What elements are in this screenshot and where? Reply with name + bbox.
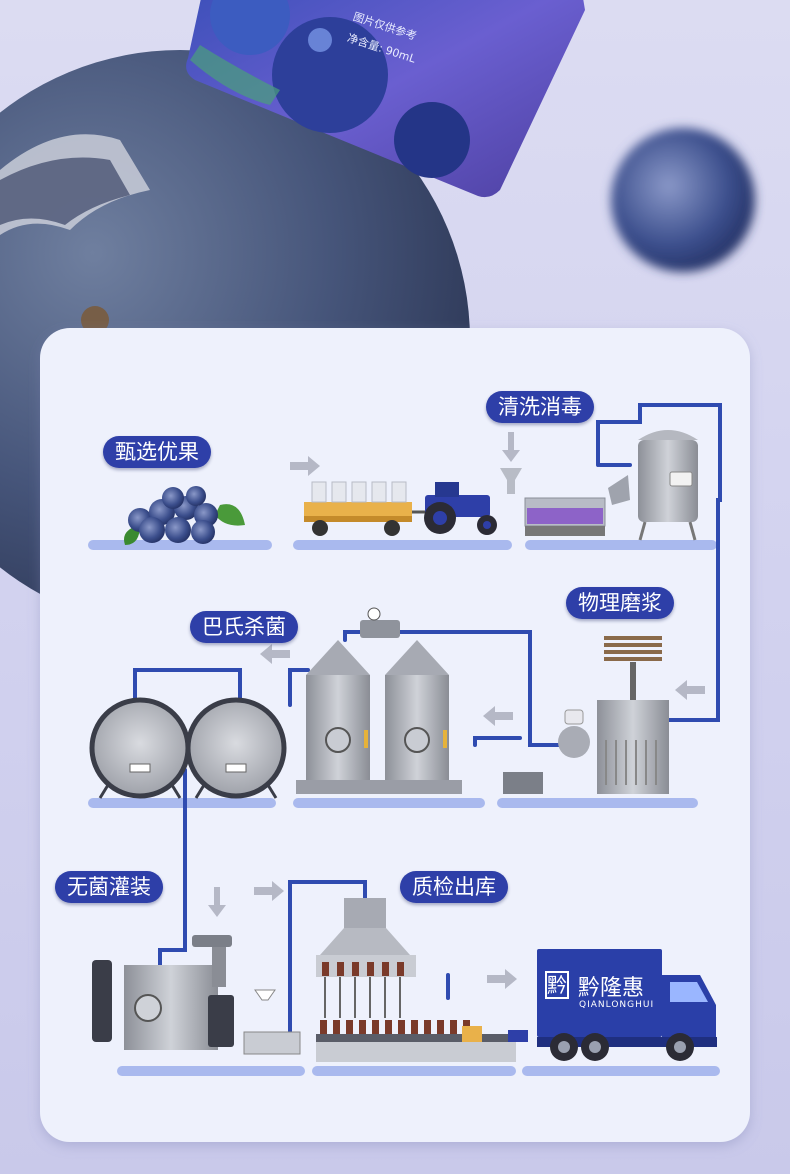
step-label-fill: 无菌灌装 — [55, 871, 163, 903]
truck-brand-pinyin: QIANLONGHUI — [579, 1000, 655, 1010]
quality-check-line-icon — [316, 898, 528, 1062]
step-label-select: 甄选优果 — [103, 436, 211, 468]
blueberry-pile-icon — [124, 486, 245, 545]
step-label-inspect: 质检出库 — [400, 871, 508, 903]
pipes — [133, 403, 722, 1052]
flow-arrows — [208, 432, 705, 989]
truck-logo-mark: 黔 — [547, 973, 567, 997]
tractor-cart-icon — [304, 481, 497, 536]
step-label-wash: 清洗消毒 — [486, 391, 594, 423]
washing-machine-icon — [500, 430, 698, 541]
delivery-truck-icon — [537, 949, 717, 1061]
grinder-icon — [503, 636, 669, 794]
truck-brand-name: 黔隆惠 — [578, 976, 645, 1001]
product-package-image — [186, 0, 585, 198]
floor-strips — [88, 540, 720, 1076]
storage-drums-icon — [89, 697, 287, 799]
step-label-grind: 物理磨浆 — [566, 587, 674, 619]
pasteurizer-tanks-icon — [296, 607, 462, 794]
aseptic-filler-icon — [92, 935, 301, 1055]
blurred-blueberry-image — [611, 128, 755, 272]
step-label-pasteurize: 巴氏杀菌 — [190, 611, 298, 643]
